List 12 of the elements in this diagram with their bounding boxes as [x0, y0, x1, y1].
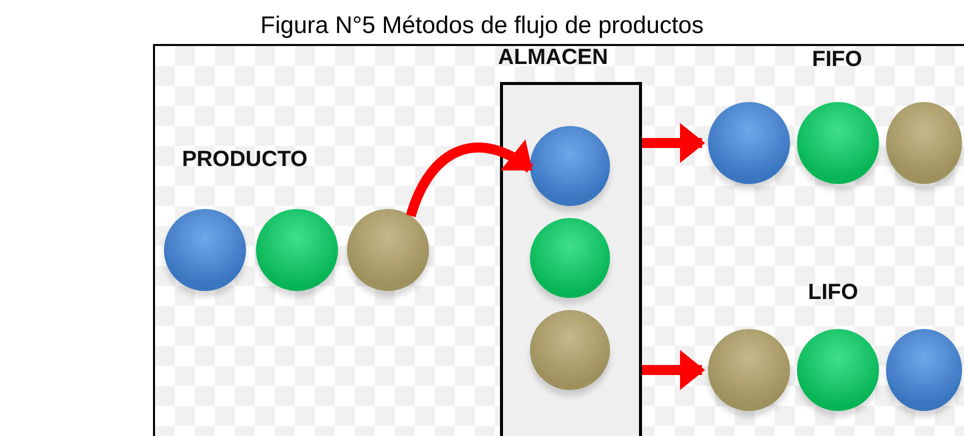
- group-label: PRODUCTO: [182, 146, 308, 172]
- arrow: [642, 350, 705, 390]
- arrow: [406, 140, 533, 218]
- product-ball: [530, 126, 610, 206]
- product-ball: [530, 310, 610, 390]
- arrow: [642, 123, 705, 163]
- storage-box: [500, 82, 642, 436]
- figure-title: Figura N°5 Métodos de flujo de productos: [259, 12, 705, 40]
- product-ball: [530, 218, 610, 298]
- box-heading: ALMACEN: [498, 44, 608, 70]
- group-label: FIFO: [812, 46, 862, 72]
- group-label: LIFO: [808, 279, 858, 305]
